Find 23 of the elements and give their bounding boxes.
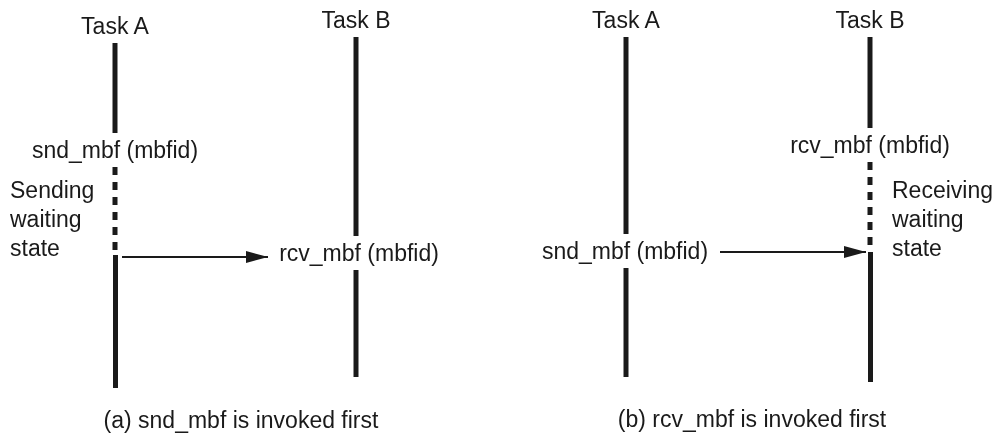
lifeline (353, 270, 359, 377)
task-label: Task B (311, 6, 401, 34)
task-label: Task A (581, 6, 671, 34)
call-label: snd_mbf (mbfid) (22, 136, 208, 164)
call-label: rcv_mbf (mbfid) (270, 239, 448, 267)
state-label: Sending waiting state (10, 176, 96, 263)
lifeline (112, 43, 118, 133)
dotted-lifeline (112, 167, 118, 252)
task-label: Task B (825, 6, 915, 34)
arrow (121, 251, 269, 263)
caption: (a) snd_mbf is invoked first (102, 406, 380, 435)
arrow (719, 246, 867, 258)
state-label: Receiving waiting state (892, 176, 994, 263)
call-label: snd_mbf (mbfid) (534, 237, 716, 265)
lifeline (623, 268, 629, 377)
caption: (b) rcv_mbf is invoked first (616, 405, 888, 434)
lifeline (868, 252, 873, 382)
lifeline (867, 37, 873, 128)
lifeline (113, 255, 118, 388)
call-label: rcv_mbf (mbfid) (781, 131, 959, 159)
lifeline (353, 37, 359, 236)
task-label: Task A (70, 12, 160, 40)
lifeline (623, 37, 629, 234)
